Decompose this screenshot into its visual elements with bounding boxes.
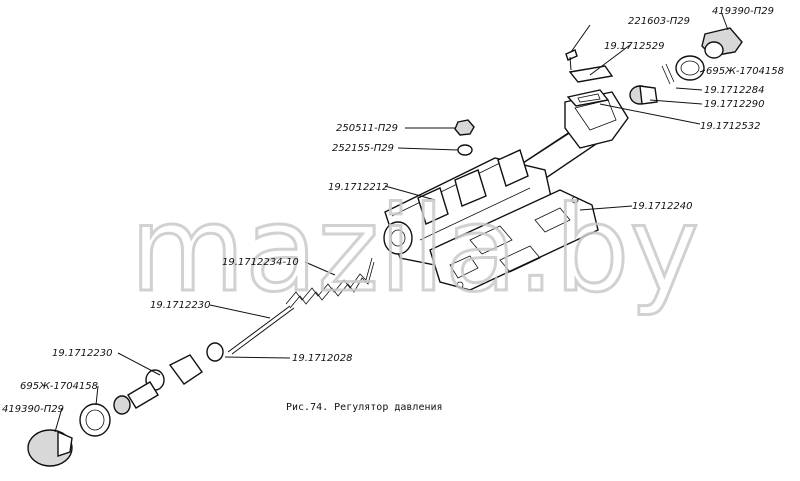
nut-washer — [454, 119, 475, 156]
label-19-1712230-bottom: 19.1712230 — [52, 348, 112, 359]
label-695-bottom: 695Ж-1704158 — [20, 381, 98, 392]
label-19-1712028: 19.1712028 — [292, 353, 352, 364]
label-419390-top: 419390-П29 — [712, 6, 774, 17]
label-19-1712290: 19.1712290 — [704, 99, 764, 110]
label-419390-bottom: 419390-П29 — [2, 404, 64, 415]
label-252155: 252155-П29 — [332, 143, 394, 154]
label-19-1712532: 19.1712532 — [700, 121, 760, 132]
label-19-1712284: 19.1712284 — [704, 85, 764, 96]
label-19-1712529: 19.1712529 — [604, 41, 664, 52]
label-19-1712234: 19.1712234-10 — [222, 257, 299, 268]
label-250511: 250511-П29 — [336, 123, 398, 134]
label-19-1712240: 19.1712240 — [632, 201, 692, 212]
watermark: mazila.by — [130, 180, 699, 318]
label-695-top: 695Ж-1704158 — [706, 66, 784, 77]
regulator-housing — [383, 91, 629, 291]
leader-lines — [54, 13, 729, 433]
figure-caption: Рис.74. Регулятор давления — [286, 402, 443, 413]
spring-and-rod — [27, 257, 375, 467]
label-19-1712230-top: 19.1712230 — [150, 300, 210, 311]
label-19-1712212: 19.1712212 — [328, 182, 388, 193]
label-221603: 221603-П29 — [628, 16, 690, 27]
